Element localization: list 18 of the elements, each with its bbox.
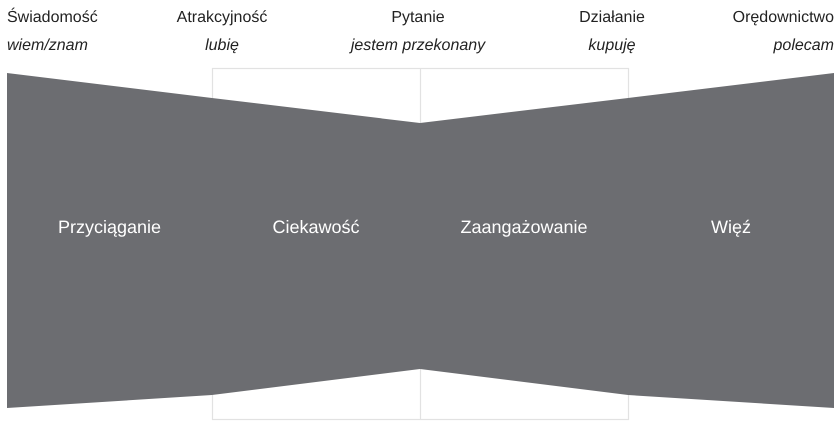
stage-heading: Działanie: [579, 9, 645, 27]
panel-label: Ciekawość: [271, 217, 361, 238]
panel-shape: [628, 73, 834, 408]
stage-subtitle: jestem przekonany: [350, 37, 486, 55]
panel-shape: [7, 73, 212, 408]
stage-heading: Świadomość: [7, 9, 98, 27]
panel-label: Więź: [710, 217, 752, 238]
stage-subtitle: wiem/znam: [7, 37, 88, 55]
panel-label: Zaangażowanie: [459, 217, 589, 238]
stage-subtitle: kupuję: [588, 37, 636, 55]
stage-subtitle: polecam: [774, 37, 834, 55]
panel-shape: [420, 98, 628, 395]
panel-shape: [212, 98, 420, 395]
panel-label: Przyciąganie: [56, 217, 162, 238]
stage-heading: Atrakcyjność: [176, 9, 268, 27]
stage-heading: Orędownictwo: [732, 9, 834, 27]
stage-heading: Pytanie: [391, 9, 445, 27]
stage-subtitle: lubię: [205, 37, 239, 55]
